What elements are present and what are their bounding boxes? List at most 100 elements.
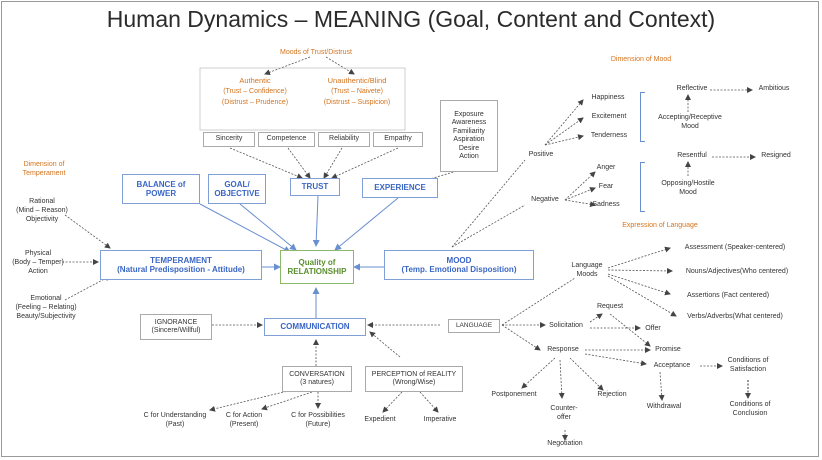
lang-assertions: Assertions (Fact centered) — [686, 291, 770, 299]
mood-fear: Fear — [598, 182, 614, 190]
mood-positive: Positive — [528, 150, 554, 158]
authentic-distrust: (Distrust – Prudence) — [221, 98, 289, 106]
quality-competence: Competence — [258, 132, 315, 147]
language-moods-label: Language — [571, 261, 603, 269]
unauthentic-distrust: (Distrust – Suspicion) — [323, 98, 391, 106]
ignorance-title: IGNORANCE — [154, 318, 198, 326]
rational-label: Rational — [29, 197, 55, 205]
rational-trait: Objectivity — [25, 215, 59, 223]
physical-trait: Action — [28, 267, 48, 275]
arrow-mood-negative — [451, 204, 526, 248]
unauthentic-trust: (Trust – Naivete) — [331, 87, 383, 95]
lang-solicitation: Solicitation — [549, 321, 583, 329]
arrow-acceptance-withdrawal — [658, 371, 665, 401]
arrow-conv-action — [261, 391, 313, 411]
opposing-mood-sub: Mood — [679, 188, 697, 196]
lang-postponement: Postponement — [491, 390, 537, 398]
communication-box: COMMUNICATION — [264, 318, 366, 336]
conv-possibilities-time: (Future) — [305, 420, 331, 428]
arrow-perc-imperative — [419, 391, 439, 413]
negative-brace — [640, 162, 645, 212]
lang-counter-offer-2: offer — [557, 413, 571, 421]
conversation-box: CONVERSATION (3 natures) — [282, 366, 352, 392]
arrow-perception-communication — [369, 331, 401, 358]
trust-box: TRUST — [290, 178, 340, 196]
arrow-empathy-trust — [331, 147, 399, 179]
language-box: LANGUAGE — [448, 319, 500, 333]
mood-resigned: Resigned — [761, 151, 791, 159]
arrow-trust-quality — [312, 195, 320, 247]
conv-action-time: (Present) — [229, 420, 259, 428]
mood-negative: Negative — [531, 195, 559, 203]
lang-verbs: Verbs/Adverbs(What centered) — [687, 312, 783, 320]
balance-of-power-box: BALANCE of POWER — [122, 174, 200, 204]
arrow-emotional — [64, 275, 111, 301]
conv-possibilities: C for Possibilities — [291, 411, 345, 419]
lang-withdrawal: Withdrawal — [646, 402, 682, 410]
conditions-conclusion: Conditions of — [729, 400, 771, 408]
authentic-trust: (Trust – Confidence) — [223, 87, 287, 95]
arrow-response-counter — [558, 359, 565, 399]
lang-assessment: Assessment (Speaker-centered) — [684, 243, 786, 251]
arrow-reliability-trust — [323, 147, 343, 179]
conditions-conclusion-2: Conclusion — [732, 409, 768, 417]
ignorance-box: IGNORANCE (Sincere/Willful) — [140, 314, 212, 340]
arrow-mood-positive — [451, 159, 526, 248]
lang-counter-offer: Counter- — [550, 404, 578, 412]
lang-negotiation: Negotiation — [547, 439, 583, 447]
temperament-dim-heading-1: Dimension of — [23, 160, 65, 168]
arrow-lm-assessment — [607, 246, 671, 269]
physical-label: Physical — [24, 249, 52, 257]
arrow-experience-quality — [334, 197, 399, 251]
conditions-satisfaction-2: Satisfaction — [729, 365, 767, 373]
arrow-language-moods — [501, 277, 576, 326]
arrow-goal-quality — [239, 203, 297, 251]
experience-item: Aspiration — [453, 136, 485, 143]
conversation-title: CONVERSATION — [289, 370, 345, 378]
arrow-response-acceptance — [584, 353, 647, 367]
unauthentic-title: Unauthentic/Blind — [327, 75, 387, 85]
arrow-positive-tenderness — [544, 134, 584, 146]
quality-line1: Quality of — [298, 257, 336, 267]
arrow-request-promise — [609, 313, 651, 347]
lang-request: Request — [596, 302, 624, 310]
conv-understanding-time: (Past) — [165, 420, 185, 428]
conditions-satisfaction: Conditions of — [727, 356, 769, 364]
arrow-lm-assertions — [607, 273, 671, 296]
conversation-sub: (3 natures) — [300, 379, 334, 386]
arrow-sincerity-trust — [229, 147, 303, 179]
accepting-mood: Accepting/Receptive — [658, 113, 722, 121]
lang-acceptance: Acceptance — [653, 361, 691, 369]
quality-line2: RELATIONSHIP — [287, 267, 347, 276]
goal-objective-box: GOAL/ OBJECTIVE — [208, 174, 266, 204]
experience-item: Desire — [458, 144, 480, 152]
trust-moods-frame — [199, 67, 406, 131]
lang-offer: Offer — [645, 324, 661, 332]
arrow-rational — [64, 214, 111, 249]
arrow-trust-heading-authentic — [264, 56, 311, 76]
conv-understanding: C for Understanding — [143, 411, 207, 419]
arrow-negative-sadness — [564, 199, 596, 208]
language-expr-heading: Expression of Language — [622, 221, 698, 229]
arrow-balance-quality — [199, 203, 291, 253]
mood-dim-heading: Dimension of Mood — [610, 55, 672, 63]
mood-excitement: Excitement — [591, 112, 627, 120]
arrow-lm-verbs — [607, 275, 677, 317]
temperament-subtitle: (Natural Predisposition - Attitude) — [117, 265, 245, 274]
lang-promise: Promise — [655, 345, 681, 353]
quality-reliability: Reliability — [318, 132, 370, 147]
mood-tenderness: Tenderness — [590, 131, 628, 139]
mood-subtitle: (Temp. Emotional Disposition) — [401, 265, 517, 274]
arrow-solicitation-request — [589, 313, 603, 323]
rational-sub: (Mind – Reason) — [16, 206, 68, 214]
opposing-mood: Opposing/Hostile — [661, 179, 715, 187]
arrow-response-postponement — [521, 357, 556, 389]
perception-box: PERCEPTION of REALITY (Wrong/Wise) — [365, 366, 463, 392]
quality-empathy: Empathy — [373, 132, 423, 147]
emotional-label: Emotional — [30, 294, 62, 302]
emotional-sub: (Feeling – Relating) — [15, 303, 77, 311]
ignorance-sub: (Sincere/Willful) — [151, 327, 201, 334]
lang-rejection: Rejection — [597, 390, 627, 398]
